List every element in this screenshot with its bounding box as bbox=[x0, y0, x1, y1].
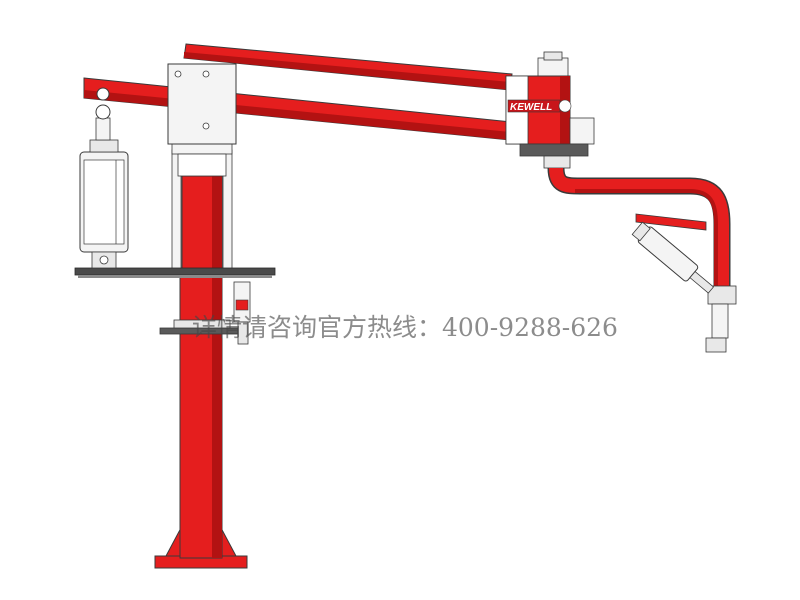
column-valve bbox=[233, 281, 251, 345]
upper-frame bbox=[171, 141, 233, 277]
counterweight-cylinder bbox=[79, 104, 129, 269]
loading-pipe bbox=[547, 167, 737, 353]
brand-logo: KEWELL bbox=[510, 102, 552, 113]
main-column bbox=[159, 275, 239, 559]
actuator-cylinder bbox=[631, 221, 715, 294]
brand-mark-icon bbox=[558, 99, 572, 113]
hotline-watermark: 详情请咨询官方热线：400-9288-626 bbox=[192, 313, 618, 342]
platform-plate bbox=[74, 267, 276, 278]
base-foot bbox=[154, 525, 248, 569]
pivot-plate bbox=[167, 63, 237, 145]
lower-arm bbox=[83, 77, 513, 141]
